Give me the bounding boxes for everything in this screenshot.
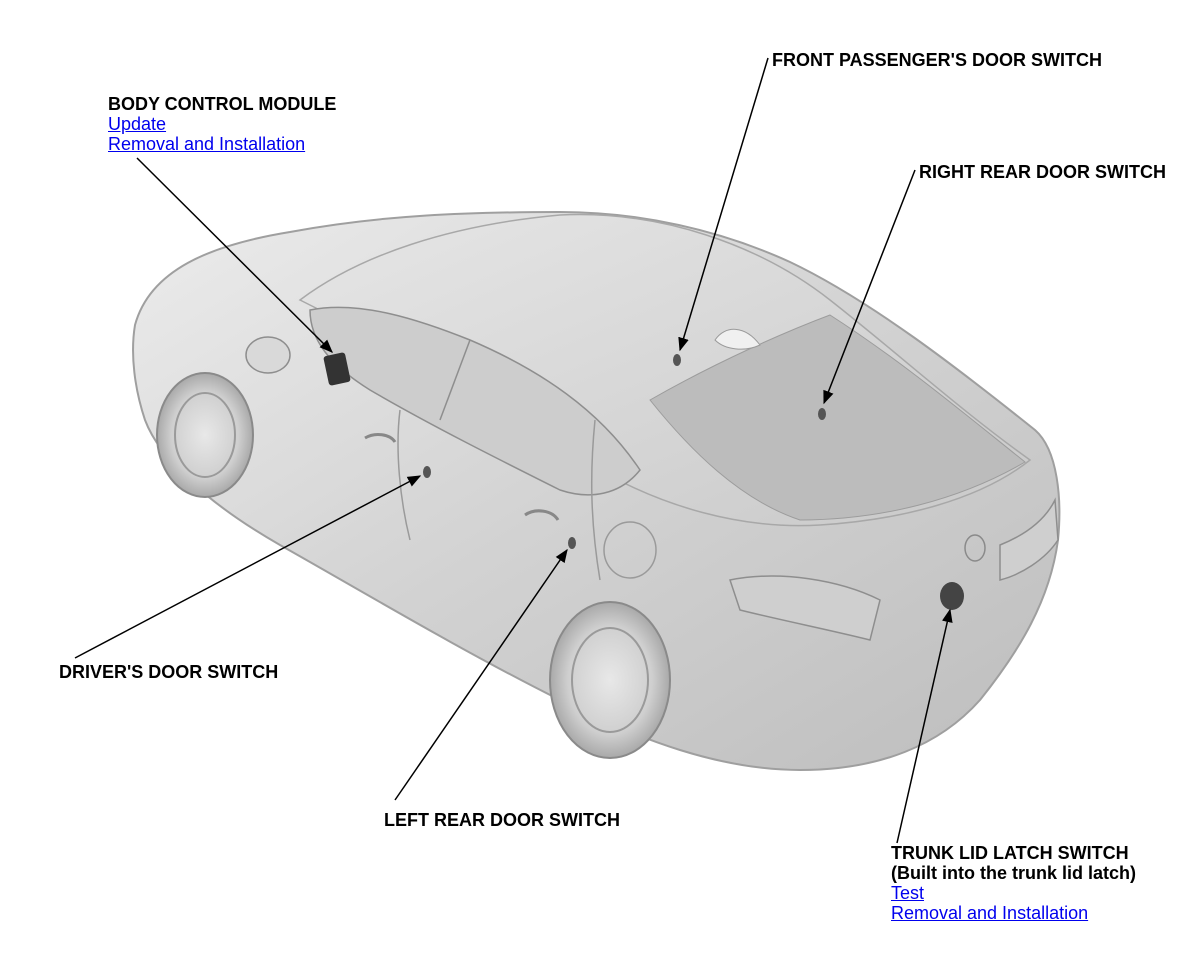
leader-driver xyxy=(74,475,422,659)
leader-trunk xyxy=(896,608,953,844)
trunk-lid-latch-switch-label: TRUNK LID LATCH SWITCH xyxy=(891,843,1129,863)
trunk-removal-installation-link[interactable]: Removal and Installation xyxy=(891,903,1089,923)
left-rear-door-switch-label: LEFT REAR DOOR SWITCH xyxy=(384,810,620,830)
trunk-lid-latch-sublabel: (Built into the trunk lid latch) xyxy=(891,863,1136,883)
leader-right-rear xyxy=(823,169,916,405)
drivers-door-switch-label: DRIVER'S DOOR SWITCH xyxy=(59,662,279,682)
body-control-module-label: BODY CONTROL MODULE xyxy=(108,94,337,114)
trunk-latch-marker xyxy=(940,582,964,610)
leader-lines xyxy=(74,57,953,844)
side-mirror xyxy=(245,336,291,374)
bcm-update-link[interactable]: Update xyxy=(108,114,167,134)
callout-body-control-module: BODY CONTROL MODULE Update Removal and I… xyxy=(108,94,336,154)
trunk-test-link[interactable]: Test xyxy=(891,883,925,903)
side-windows xyxy=(309,306,641,496)
left-rear-switch-marker xyxy=(568,537,576,549)
right-rear-door-switch-label: RIGHT REAR DOOR SWITCH xyxy=(919,162,1166,182)
callout-drivers-door-switch: DRIVER'S DOOR SWITCH xyxy=(59,662,278,682)
rear-window xyxy=(649,314,1026,521)
callout-trunk-lid-latch-switch: TRUNK LID LATCH SWITCH (Built into the t… xyxy=(891,843,1136,923)
callout-left-rear-door-switch: LEFT REAR DOOR SWITCH xyxy=(384,810,620,830)
car-illustration xyxy=(132,210,1061,772)
callout-front-passenger-door-switch: FRONT PASSENGER'S DOOR SWITCH xyxy=(772,50,1102,70)
right-rear-switch-marker xyxy=(818,408,826,420)
bcm-removal-installation-link[interactable]: Removal and Installation xyxy=(108,134,306,154)
leader-bcm xyxy=(136,157,333,353)
rear-wheel xyxy=(549,601,671,759)
body-control-module-marker xyxy=(323,352,351,386)
leader-front-passenger xyxy=(678,57,769,352)
front-passenger-switch-marker xyxy=(673,354,681,366)
front-wheel xyxy=(156,372,254,498)
driver-switch-marker xyxy=(423,466,431,478)
callout-right-rear-door-switch: RIGHT REAR DOOR SWITCH xyxy=(919,162,1166,182)
front-passenger-door-switch-label: FRONT PASSENGER'S DOOR SWITCH xyxy=(772,50,1102,70)
leader-left-rear xyxy=(394,548,568,801)
